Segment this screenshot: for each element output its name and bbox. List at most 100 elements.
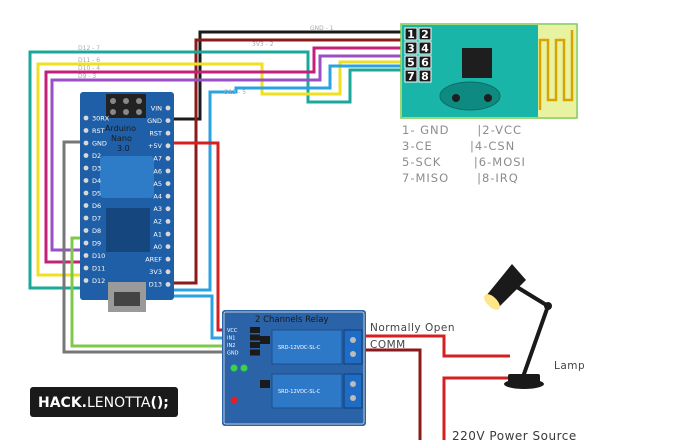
label-normally-open: Normally Open bbox=[370, 322, 455, 334]
relay-led-1 bbox=[230, 364, 238, 372]
nano-right-pin-hole bbox=[165, 256, 171, 262]
brand-text-2: LENOTTA bbox=[87, 395, 151, 411]
nrf-pin-box bbox=[404, 55, 418, 69]
nrf-chip bbox=[462, 48, 492, 78]
lamp-icon bbox=[484, 264, 552, 389]
nano-left-pin-hole bbox=[83, 265, 89, 271]
nano-name-3: 3.0 bbox=[117, 144, 130, 153]
nano-right-pin-label: RST bbox=[149, 130, 162, 138]
nano-right-pin-label: A0 bbox=[153, 243, 162, 251]
label-lamp: Lamp bbox=[554, 360, 585, 372]
relay-block-2-text: SRD-12VDC-SL-C bbox=[278, 389, 321, 395]
nano-right-pin-hole bbox=[165, 206, 171, 212]
nano-left-pin-hole bbox=[83, 140, 89, 146]
nano-right-pin-label: VIN bbox=[151, 104, 162, 112]
nano-left-pin-hole bbox=[83, 153, 89, 158]
wire-label-3v3: 3V3 - 2 bbox=[252, 41, 274, 48]
relay-terminal-2 bbox=[343, 373, 363, 409]
nano-right-pin-hole bbox=[165, 269, 171, 275]
wire-label-d11: D11 - 6 bbox=[78, 57, 100, 64]
nano-right-pin-label: A7 bbox=[153, 155, 162, 163]
nano-left-pin-label: 30RX bbox=[92, 114, 110, 122]
nano-right-pin-hole bbox=[165, 244, 171, 250]
relay-led-2 bbox=[240, 364, 248, 372]
nrf-legend-line: 3-CE |4-CSN bbox=[402, 139, 515, 153]
brand-badge bbox=[30, 387, 178, 417]
nrf-pin-number: 4 bbox=[421, 42, 429, 55]
nano-left-pin-label: D8 bbox=[92, 227, 101, 235]
nrf-pin-box bbox=[418, 41, 432, 55]
nano-right-pin-hole bbox=[165, 219, 171, 224]
nrf-crystal bbox=[439, 81, 501, 111]
nano-right-pin-label: A6 bbox=[153, 167, 162, 175]
nano-right-pin-hole bbox=[165, 143, 171, 149]
nano-left-pin-label: GND bbox=[92, 139, 107, 147]
icsp-header bbox=[106, 94, 146, 118]
nano-left-pin-hole bbox=[83, 253, 89, 258]
wire-in2-green bbox=[70, 236, 252, 348]
nano-right-pin-label: +5V bbox=[148, 142, 163, 150]
relay-block-1 bbox=[271, 329, 343, 365]
nano-right-pin-label: AREF bbox=[145, 256, 162, 264]
label-comm: COMM bbox=[370, 339, 406, 351]
brand-text: HACK.LENOTTA(); bbox=[38, 395, 169, 411]
relay-pin bbox=[250, 334, 260, 341]
nrf-pin-box bbox=[418, 55, 432, 69]
nano-left-pin-hole bbox=[83, 178, 89, 183]
relay-pin-label: VCC bbox=[227, 328, 238, 334]
nano-right-pin-hole bbox=[165, 193, 171, 199]
nano-left-pin-hole bbox=[83, 215, 89, 221]
nrf-pin-number: 1 bbox=[407, 28, 415, 41]
wire-label-d10: D10 - 4 bbox=[78, 65, 100, 72]
nano-left-pin-label: RST bbox=[92, 127, 105, 135]
nrf-pin-box bbox=[404, 41, 418, 55]
nano-right-pin-label: D13 bbox=[149, 281, 162, 289]
nano-left-pin-label: D10 bbox=[92, 252, 105, 260]
wire-label-group: GND - 1 3V3 - 2 D12 - 7 D11 - 6 D10 - 4 … bbox=[78, 25, 334, 96]
wire-label-d12: D12 - 7 bbox=[78, 45, 100, 52]
nano-right-pin-hole bbox=[165, 282, 171, 287]
nrf-antenna-trace bbox=[538, 30, 574, 110]
nrf-pin-box bbox=[418, 69, 432, 83]
nrf-legend-line: 1- GND |2-VCC bbox=[402, 123, 522, 137]
nano-right-pin-label: 3V3 bbox=[149, 268, 162, 276]
brand-text-3: (); bbox=[151, 395, 169, 411]
relay-power-led bbox=[230, 396, 238, 404]
nano-right-pin-hole bbox=[165, 105, 171, 111]
nano-right-pin-hole bbox=[165, 118, 171, 123]
nano-right-pin-hole bbox=[165, 156, 171, 161]
relay-pin-label: IN2 bbox=[227, 343, 235, 349]
relay-pin bbox=[250, 342, 260, 348]
nano-left-pin-label: D9 bbox=[92, 239, 101, 247]
nano-left-pin-hole bbox=[83, 228, 89, 233]
relay-terminal-1 bbox=[343, 329, 363, 365]
wire-gnd-black bbox=[170, 30, 418, 121]
wire-label-d9: D9 - 3 bbox=[78, 73, 96, 80]
nano-right-pin-hole bbox=[165, 231, 171, 237]
nano-right-pin-hole bbox=[165, 181, 171, 187]
nano-left-pin-hole bbox=[83, 278, 89, 283]
nano-right-pin-label: A2 bbox=[153, 218, 162, 226]
nano-chip-area bbox=[100, 156, 154, 198]
nano-left-pin-label: D2 bbox=[92, 152, 101, 160]
wire-d13-cyan bbox=[170, 64, 418, 292]
wire-label-d13: D13 - 5 bbox=[224, 89, 246, 96]
nano-left-pin-label: D4 bbox=[92, 177, 101, 185]
nano-left-pin-label: D12 bbox=[92, 277, 105, 285]
nrf-legend-line: 7-MISO |8-IRQ bbox=[402, 171, 519, 185]
nano-left-pin-hole bbox=[83, 190, 89, 196]
nrf-pin-number: 7 bbox=[407, 70, 415, 83]
nano-right-pin-label: A3 bbox=[153, 205, 162, 213]
nano-right-pin-hole bbox=[165, 168, 171, 174]
wire-power-red bbox=[442, 376, 510, 440]
nano-mcu bbox=[106, 208, 150, 252]
brand-text-1: HACK. bbox=[38, 395, 87, 411]
